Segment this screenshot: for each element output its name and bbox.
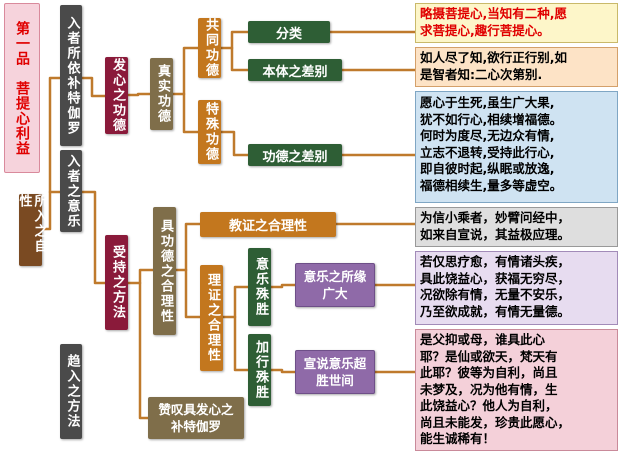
quote-line: 若仅思疗愈，有情诸头疾， bbox=[420, 254, 571, 269]
node-zhenshi-gongde: 真实功德 bbox=[150, 58, 173, 130]
node-suoru-zixing: 所入之自性 bbox=[17, 194, 46, 266]
quote-line: 即自彼时起,纵眠或放逸, bbox=[420, 161, 555, 176]
node-yile-suoyuan: 意乐之所缘广大 bbox=[295, 263, 375, 307]
quote-panel-fenlei: 略摄菩提心,当知有二种,愿 求菩提心,趣行菩提心。 bbox=[415, 3, 618, 43]
quote-panel-yile: 若仅思疗愈，有情诸头疾， 具此饶益心，获福无穷尽， 况欲除有情，无量不安乐， 乃… bbox=[415, 251, 618, 325]
quote-line: 如人尽了知,欲行正行别,如 bbox=[420, 50, 567, 65]
node-zantan-label: 赞叹具发心之补特伽罗 bbox=[158, 402, 234, 434]
node-quru-fangfa: 趋入之方法 bbox=[60, 344, 82, 439]
quote-line: 如来自宣说，其益极应理。 bbox=[420, 226, 571, 242]
chapter-title: 第一品 菩提心利益 bbox=[14, 20, 30, 156]
node-benti-chabie: 本体之差别 bbox=[248, 59, 342, 81]
quote-line: 具此饶益心，获福无穷尽， bbox=[420, 270, 571, 286]
node-ruzhe-zhiyi: 入者之意乐 bbox=[60, 150, 82, 232]
node-xuanshuo-yile: 宣说意乐超胜世间 bbox=[295, 350, 375, 394]
quote-line: 略摄菩提心,当知有二种,愿 bbox=[420, 6, 567, 21]
node-ruzhe-suoyi-label: 入者所依补特伽罗 bbox=[64, 15, 80, 136]
quote-line: 乃至欲成就，有情无量德。 bbox=[420, 303, 571, 319]
node-fenlei-label: 分类 bbox=[275, 26, 302, 42]
quote-line: 为信小乘者，妙臂问经中， bbox=[420, 210, 571, 225]
quote-line: 求菩提心,趣行菩提心。 bbox=[420, 22, 550, 38]
node-lizheng-label: 理证之合理性 bbox=[204, 273, 220, 363]
node-jiaxing-shusheng-label: 加行殊胜 bbox=[252, 340, 268, 400]
node-ju-gongde: 具功德之合理性 bbox=[153, 207, 176, 335]
node-yile-shusheng-label: 意乐殊胜 bbox=[252, 257, 268, 317]
node-teshu-gongde-label: 特殊功德 bbox=[202, 102, 218, 162]
quote-line: 犹不如行心,相续增福德。 bbox=[420, 111, 563, 127]
quote-line: 能生诚稀有！ bbox=[420, 431, 496, 446]
quote-line: 愿心于生死,虽生广大果, bbox=[420, 95, 555, 110]
node-yile-shusheng: 意乐殊胜 bbox=[248, 248, 271, 326]
node-gongtong-gongde: 共同功德 bbox=[198, 18, 221, 78]
node-shouchi-fangfa-label: 受持之方法 bbox=[109, 245, 125, 320]
node-zantan: 赞叹具发心之补特伽罗 bbox=[148, 397, 244, 439]
node-faxin-gongde: 发心之功德 bbox=[105, 57, 128, 134]
quote-panel-jiaxing: 是父抑或母，谁具此心 耶？是仙或欲天，梵天有 此耶？彼等为自利，尚且 未梦及，况… bbox=[415, 329, 618, 451]
node-lizheng: 理证之合理性 bbox=[200, 265, 223, 371]
quote-line: 福德相续生,量多等虚空。 bbox=[420, 177, 563, 193]
node-xuanshuo-yile-label: 宣说意乐超胜世间 bbox=[303, 356, 367, 388]
node-gongtong-gongde-label: 共同功德 bbox=[202, 18, 218, 78]
node-fenlei: 分类 bbox=[248, 21, 330, 43]
quote-panel-benti: 如人尽了知,欲行正行别,如 是智者知:二心次第别. bbox=[415, 47, 618, 87]
node-ju-gongde-label: 具功德之合理性 bbox=[157, 218, 173, 324]
node-jiaozheng-label: 教证之合理性 bbox=[228, 219, 307, 234]
node-gongde-chabie: 功德之差别 bbox=[248, 144, 342, 166]
quote-line: 尚且未能发，珍贵此愿心， bbox=[420, 414, 571, 430]
quote-line: 何时为度尽,无边众有情, bbox=[420, 128, 555, 143]
quote-line: 立志不退转,受持此行心, bbox=[420, 144, 555, 160]
quote-panel-jiaozheng: 为信小乘者，妙臂问经中， 如来自宣说，其益极应理。 bbox=[415, 207, 618, 247]
node-zhenshi-gongde-label: 真实功德 bbox=[154, 64, 170, 124]
node-suoru-zixing-label: 所入之自性 bbox=[16, 194, 47, 254]
node-gongde-chabie-label: 功德之差别 bbox=[262, 149, 328, 165]
node-jiaozheng: 教证之合理性 bbox=[200, 212, 336, 237]
quote-panel-gongde: 愿心于生死,虽生广大果, 犹不如行心,相续增福德。 何时为度尽,无边众有情, 立… bbox=[415, 91, 618, 203]
node-ruzhe-zhiyi-label: 入者之意乐 bbox=[64, 153, 80, 229]
quote-line: 耶？是仙或欲天，梵天有 bbox=[420, 348, 558, 364]
chapter-title-box: 第一品 菩提心利益 bbox=[4, 3, 40, 173]
quote-line: 此饶益心？他人为自利， bbox=[420, 398, 558, 413]
node-teshu-gongde: 特殊功德 bbox=[198, 100, 221, 164]
quote-line: 未梦及，况为他有情，生 bbox=[420, 381, 558, 397]
node-quru-fangfa-label: 趋入之方法 bbox=[64, 354, 80, 429]
quote-line: 是父抑或母，谁具此心 bbox=[420, 332, 546, 347]
quote-line: 此耶？彼等为自利，尚且 bbox=[420, 365, 558, 380]
node-yile-suoyuan-label: 意乐之所缘广大 bbox=[303, 269, 367, 301]
node-jiaxing-shusheng: 加行殊胜 bbox=[248, 334, 271, 406]
node-ruzhe-suoyi: 入者所依补特伽罗 bbox=[60, 5, 82, 146]
quote-line: 况欲除有情，无量不安乐， bbox=[420, 287, 571, 302]
node-benti-chabie-label: 本体之差别 bbox=[262, 64, 328, 80]
node-faxin-gongde-label: 发心之功德 bbox=[109, 58, 125, 133]
quote-line: 是智者知:二心次第别. bbox=[420, 66, 543, 82]
node-shouchi-fangfa: 受持之方法 bbox=[105, 235, 128, 330]
